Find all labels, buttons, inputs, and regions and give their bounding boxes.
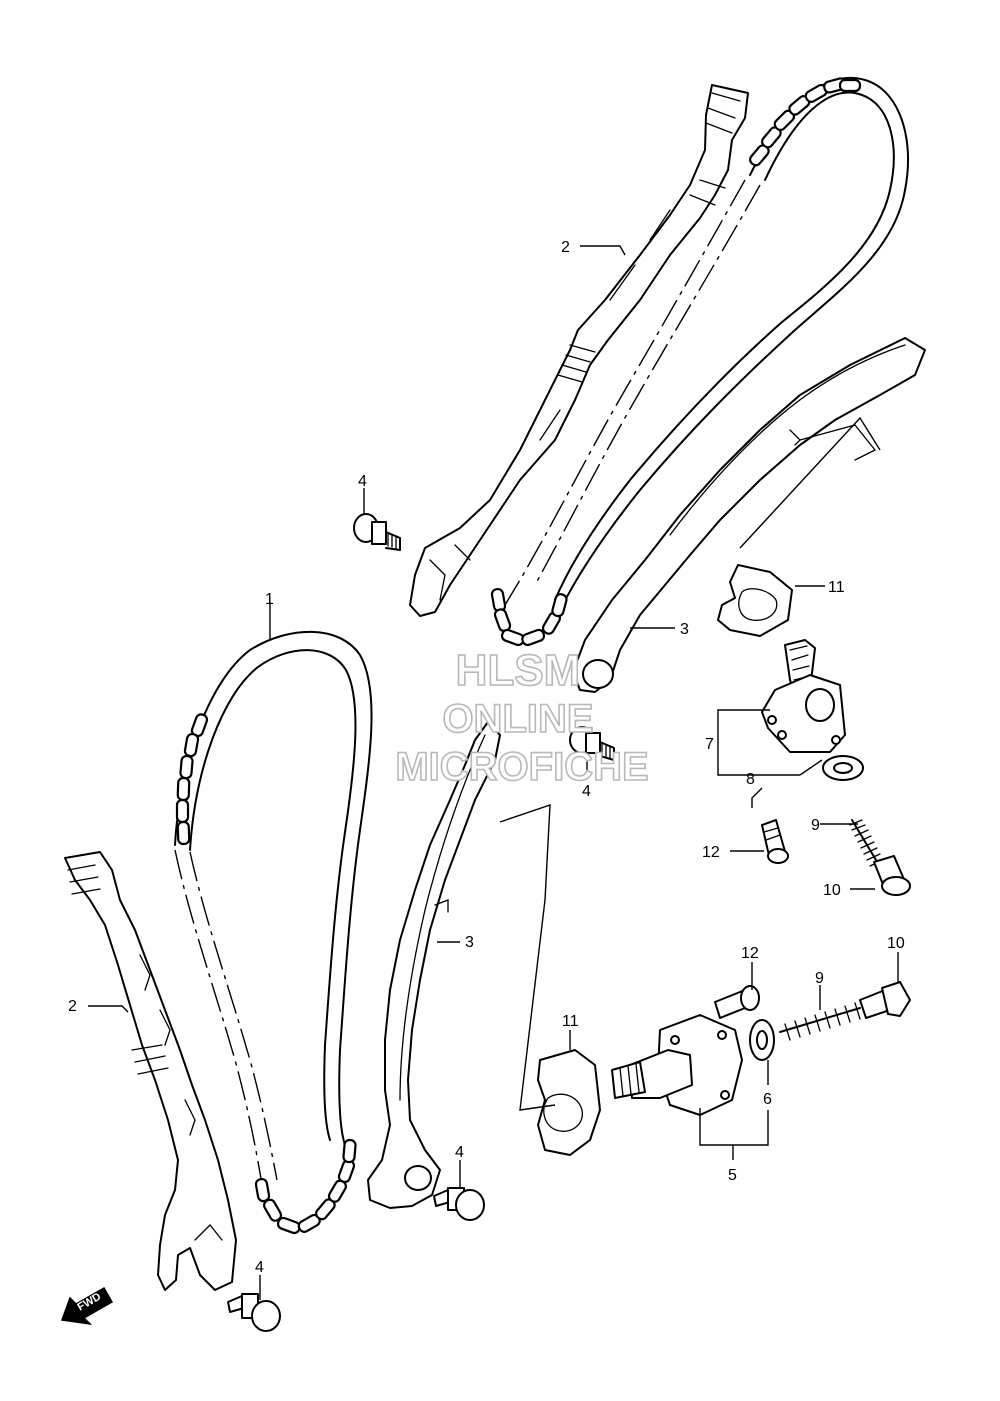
cam-chain-bottom[interactable]	[174, 630, 373, 1235]
watermark-line-3: MICROFICHE	[395, 745, 648, 789]
callout-4-a: 4	[358, 473, 367, 490]
chain-links-bottom-b	[254, 1138, 357, 1235]
callout-10-bottom: 10	[887, 935, 905, 952]
cam-chain-tensioner-top[interactable]	[572, 337, 926, 693]
callout-lines	[88, 245, 899, 1300]
callout-4-b: 4	[582, 783, 591, 800]
fwd-direction-badge: FWD	[60, 1286, 114, 1326]
adjuster-bottom[interactable]	[611, 1014, 743, 1116]
callout-10-top: 10	[823, 882, 841, 899]
chain-links-bottom-a	[175, 713, 209, 846]
bolt-12-top[interactable]	[761, 819, 789, 864]
bolt-guide-bottom[interactable]	[227, 1293, 281, 1332]
callout-11-bottom: 11	[562, 1013, 579, 1030]
callout-11-top: 11	[828, 579, 845, 596]
cam-chain-tensioner-bottom[interactable]	[367, 721, 501, 1209]
bolt-tensioner-bottom[interactable]	[433, 1187, 485, 1221]
bolt-10-top[interactable]	[873, 855, 911, 896]
bolt-10-bottom[interactable]	[859, 981, 911, 1019]
callout-12-bottom: 12	[741, 945, 759, 962]
callout-5: 5	[728, 1167, 737, 1184]
callout-9-top: 9	[811, 817, 820, 834]
callout-1: 1	[265, 591, 274, 608]
watermark-line-1: HLSM	[456, 646, 581, 695]
watermark: HLSM ONLINE MICROFICHE	[395, 645, 650, 790]
callout-6: 6	[763, 1091, 772, 1108]
callout-4-d: 4	[255, 1259, 264, 1276]
watermark-line-2: ONLINE	[442, 697, 593, 741]
washer-bottom[interactable]	[749, 1019, 775, 1061]
callout-labels: 1 2 2 3 3 4 4 4 4 5 6 7 8 9 9 10 10 11 1…	[68, 239, 905, 1276]
callout-2-bottom: 2	[68, 998, 77, 1015]
callout-12-top: 12	[702, 844, 720, 861]
chain-links-top-b	[490, 587, 568, 647]
callout-3-top: 3	[680, 621, 689, 638]
gasket-bottom[interactable]	[537, 1049, 601, 1156]
gasket-top[interactable]	[717, 564, 793, 637]
bolt-12-bottom[interactable]	[714, 985, 760, 1019]
bolt-tensioner-top[interactable]	[569, 726, 615, 761]
cam-chain-guide-top[interactable]	[409, 84, 749, 617]
callout-4-c: 4	[455, 1144, 464, 1161]
washer-top[interactable]	[822, 755, 864, 781]
callout-9-bottom: 9	[815, 970, 824, 987]
callout-2-top: 2	[561, 239, 570, 256]
callout-3-bottom: 3	[465, 934, 474, 951]
callout-8: 8	[746, 771, 755, 788]
chain-links-top-a	[749, 77, 862, 167]
callout-7: 7	[705, 736, 714, 753]
cam-chain-guide-bottom[interactable]	[64, 851, 237, 1291]
cam-chain-top[interactable]	[490, 76, 909, 647]
adjuster-top[interactable]	[761, 639, 846, 753]
spring-bottom[interactable]	[779, 1002, 861, 1041]
bolt-guide-top[interactable]	[353, 513, 401, 551]
fwd-arrow-icon	[60, 1286, 114, 1326]
